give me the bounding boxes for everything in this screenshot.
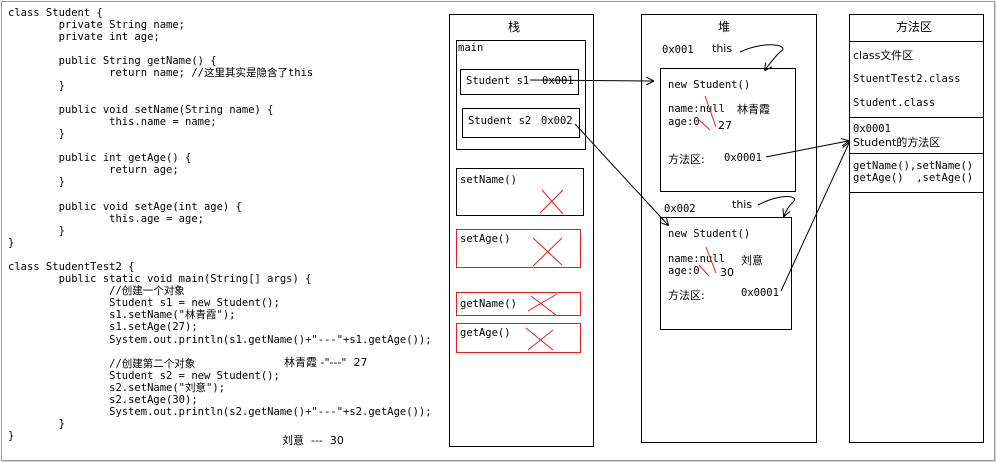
code-line — [8, 43, 432, 55]
code-line: private int age; — [8, 31, 160, 44]
code-line: public int getAge() { — [8, 152, 192, 165]
method-area-divider-2 — [849, 117, 984, 118]
obj1-name-value: 林青霞 — [737, 103, 770, 116]
obj1-age: age:0 — [668, 116, 700, 128]
code-line: } — [8, 79, 65, 92]
stack-title: 栈 — [508, 20, 521, 34]
code-line: s1.setName("林青霞"); — [8, 309, 236, 322]
code-line: } — [8, 430, 15, 443]
code-line: Student s1 = new Student(); — [8, 297, 280, 310]
code-line: } — [8, 127, 65, 140]
code-line: s2.setName("刘意"); — [8, 381, 225, 394]
obj1-this: this — [712, 42, 733, 55]
code-line: return age; — [8, 164, 179, 177]
code-line: public String getName() { — [8, 55, 217, 68]
code-line: class Student { — [8, 7, 103, 19]
code-line: //创建第二个对象 — [8, 357, 196, 370]
code-line: public static void main(String[] args) { — [8, 273, 312, 286]
obj1-address: 0x001 — [662, 44, 694, 56]
obj2-age: age:0 — [668, 265, 700, 277]
obj2-age-value: 30 — [720, 266, 734, 279]
stack-panel — [449, 14, 594, 447]
code-line: class StudentTest2 { — [8, 260, 135, 273]
class-file-area-label: class文件区 — [853, 49, 914, 62]
method-area-address: 0x0001 — [853, 123, 891, 135]
code-line: System.out.println(s1.getName()+"---"+s1… — [8, 333, 432, 346]
code-line: System.out.println(s2.getName()+"---"+s2… — [8, 406, 432, 419]
var-s1 — [460, 69, 579, 95]
code-line: public void setName(String name) { — [8, 103, 274, 116]
obj2-this: this — [732, 198, 753, 211]
heap-title: 堆 — [718, 20, 731, 34]
var-s2 — [462, 108, 580, 138]
obj1-method-addr: 0x0001 — [724, 152, 762, 164]
frame-setAge-label: setAge() — [460, 233, 511, 245]
code-line — [8, 140, 432, 152]
output-note-1: 林青霞 -"---" 27 — [284, 356, 368, 369]
code-line: Student s2 = new Student(); — [8, 369, 280, 382]
student-methods-line-1: getName(),setName() — [853, 160, 974, 172]
method-area-divider-3 — [849, 153, 984, 154]
frame-setName-label: setName() — [460, 174, 517, 186]
obj2-method-label: 方法区: — [668, 289, 705, 302]
obj2-title: new Student() — [668, 228, 751, 240]
code-line: this.age = age; — [8, 212, 204, 225]
var-s2-addr: 0x002 — [541, 115, 573, 127]
var-s1-label: Student s1 — [466, 75, 530, 87]
obj1-age-value: 27 — [718, 119, 732, 132]
frame-getAge-label: getAge() — [460, 327, 511, 339]
code-line: } — [8, 224, 65, 237]
var-s2-label: Student s2 — [468, 115, 532, 127]
code-line: s1.setAge(27); — [8, 321, 198, 334]
student-methods-line-2: getAge() ,setAge() — [853, 172, 974, 184]
frame-getAge — [456, 323, 581, 353]
code-line: public void setAge(int age) { — [8, 200, 242, 213]
frame-getName-label: getName() — [460, 298, 517, 310]
code-line: return name; //这里其实是隐含了this — [8, 67, 314, 80]
obj1-method-label: 方法区: — [668, 153, 705, 166]
class-student: Student.class — [853, 97, 936, 109]
code-line: } — [8, 176, 65, 189]
code-line — [8, 346, 432, 358]
main-frame — [456, 40, 586, 150]
obj1-title: new Student() — [668, 79, 751, 91]
output-note-2: 刘意 --- 30 — [282, 434, 344, 447]
code-line: //创建一个对象 — [8, 285, 185, 298]
code-line — [8, 188, 432, 200]
main-frame-label: main — [458, 42, 484, 54]
obj2-name: name:null — [668, 253, 725, 265]
student-methods-label: Student的方法区 — [853, 136, 941, 149]
obj2-address: 0x002 — [664, 203, 696, 215]
code-line: } — [8, 418, 65, 431]
frame-setAge — [456, 229, 581, 268]
obj2-name-value: 刘意 — [741, 254, 763, 267]
code-line — [8, 92, 432, 104]
var-s1-addr: 0x001 — [542, 75, 574, 87]
obj2-method-addr: 0x0001 — [741, 287, 779, 299]
code-line — [8, 249, 432, 261]
frame-getName — [456, 292, 581, 316]
code-line: private String name; — [8, 19, 186, 32]
method-area-title: 方法区 — [896, 20, 933, 34]
method-area-divider-1 — [849, 41, 984, 42]
code-line: } — [8, 236, 15, 249]
code-line: s2.setAge(30); — [8, 394, 198, 406]
code-line: this.name = name; — [8, 115, 217, 128]
java-code-listing: class Student { private String name; pri… — [8, 7, 432, 442]
obj1-name: name:null — [668, 103, 725, 115]
class-stuenttest2: StuentTest2.class — [853, 73, 961, 85]
method-area-panel — [849, 14, 984, 443]
method-area-divider-4 — [849, 192, 984, 193]
